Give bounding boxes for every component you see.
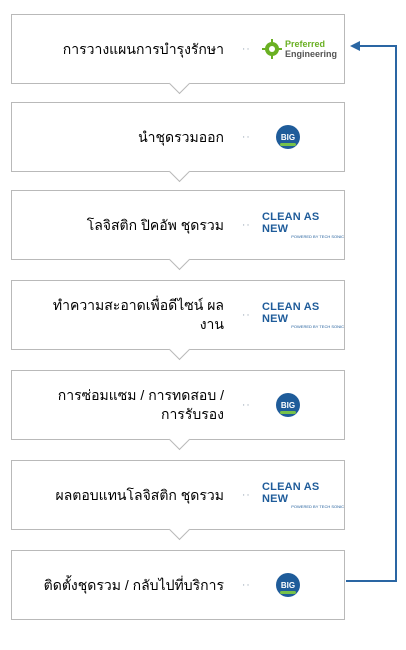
separator-dots: ·· — [242, 489, 251, 501]
process-step-6: ผลตอบแทนโลจิสติก ชุดรวม ·· CLEAN AS NEW … — [11, 460, 345, 541]
process-step-3: โลจิสติก ปิคอัพ ชุดรวม ·· CLEAN AS NEW P… — [11, 190, 345, 271]
logo-main-text: CLEAN AS NEW — [262, 481, 320, 505]
separator-dots: ·· — [242, 43, 251, 55]
separator-dots: ·· — [242, 219, 251, 231]
arrow-head-icon — [350, 41, 360, 51]
logo-sub-text: POWERED BY TECH SONIC — [291, 504, 344, 509]
logo-main-text: CLEAN AS NEW — [262, 301, 320, 325]
process-step-5: การซ่อมแซม / การทดสอบ / การรับรอง ·· BIG — [11, 370, 345, 451]
logo-sub-text: POWERED BY TECH SONIC — [291, 234, 344, 239]
preferred-engineering-logo: Preferred Engineering — [262, 39, 337, 59]
big-logo-wrap: BIG — [262, 573, 300, 597]
return-arrow-line — [346, 45, 397, 582]
process-step-1: การวางแผนการบำรุงรักษา ·· Preferred Engi… — [11, 14, 345, 95]
big-logo: BIG — [276, 125, 300, 149]
step-label: การซ่อมแซม / การทดสอบ / การรับรอง — [57, 387, 224, 422]
separator-dots: ·· — [242, 131, 251, 143]
process-step-4: ทำความสะอาดเพื่อดีไซน์ ผลงาน ·· CLEAN AS… — [11, 280, 345, 361]
big-logo-wrap: BIG — [262, 393, 300, 417]
process-step-7: ติดตั้งชุดรวม / กลับไปที่บริการ ·· BIG — [11, 550, 345, 620]
clean-as-new-logo: CLEAN AS NEW POWERED BY TECH SONIC — [262, 301, 344, 329]
logo-sub-text: POWERED BY TECH SONIC — [291, 324, 344, 329]
separator-dots: ·· — [242, 579, 251, 591]
step-label: การวางแผนการบำรุงรักษา — [62, 40, 224, 57]
step-label: นำชุดรวมออก — [138, 128, 224, 145]
step-label: โลจิสติก ปิคอัพ ชุดรวม — [86, 216, 224, 233]
clean-as-new-logo: CLEAN AS NEW POWERED BY TECH SONIC — [262, 211, 344, 239]
step-label: ผลตอบแทนโลจิสติก ชุดรวม — [55, 486, 225, 503]
gear-icon — [262, 39, 282, 59]
clean-as-new-logo: CLEAN AS NEW POWERED BY TECH SONIC — [262, 481, 344, 509]
logo-line-1: Preferred — [285, 39, 326, 49]
big-logo: BIG — [276, 393, 300, 417]
logo-main-text: CLEAN AS NEW — [262, 211, 320, 235]
step-label: ทำความสะอาดเพื่อดีไซน์ ผลงาน — [52, 297, 224, 332]
separator-dots: ·· — [242, 399, 251, 411]
step-label: ติดตั้งชุดรวม / กลับไปที่บริการ — [43, 576, 224, 593]
separator-dots: ·· — [242, 309, 251, 321]
big-logo: BIG — [276, 573, 300, 597]
big-logo-wrap: BIG — [262, 125, 300, 149]
process-step-2: นำชุดรวมออก ·· BIG — [11, 102, 345, 183]
logo-line-2: Engineering — [285, 49, 338, 59]
